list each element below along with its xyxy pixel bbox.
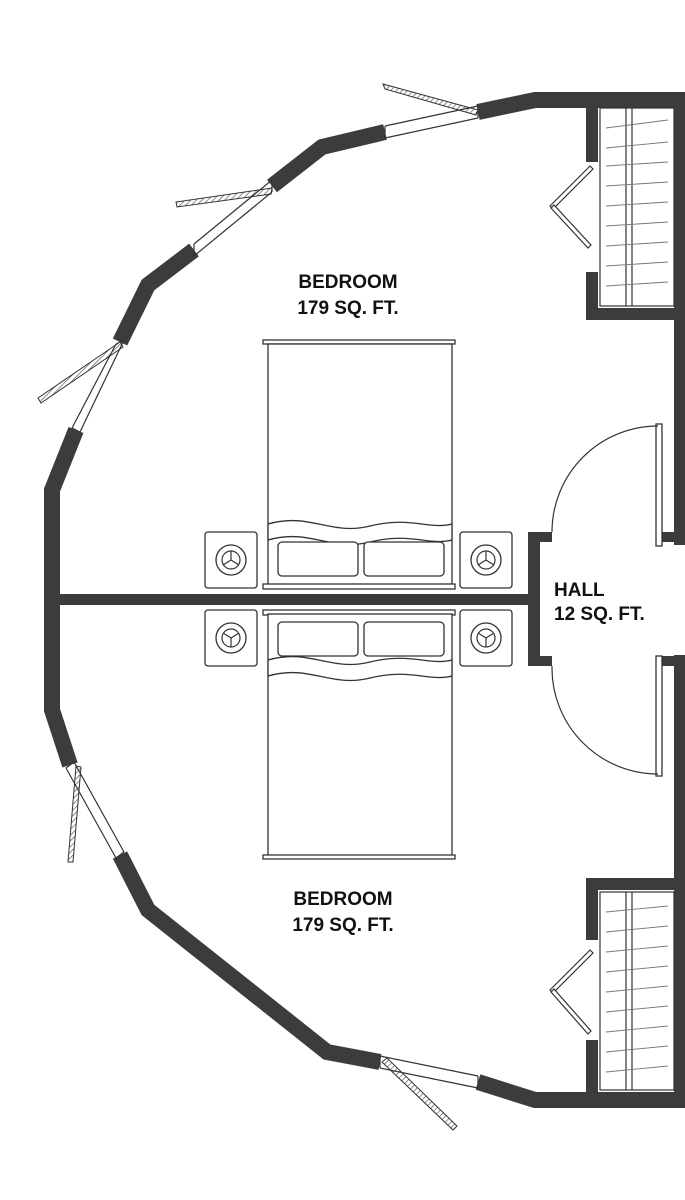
windows <box>65 105 479 1089</box>
room-area: 12 SQ. FT. <box>554 604 645 625</box>
closet-bottom <box>599 891 675 1091</box>
hall-door-top <box>551 423 663 547</box>
nightstand-bottom-left <box>204 609 258 667</box>
room-area: 179 SQ. FT. <box>297 298 398 319</box>
nightstand-top-right <box>459 531 513 589</box>
room-label-hall: HALL 12 SQ. FT. <box>554 580 645 625</box>
interior-walls <box>52 100 685 1100</box>
room-name: BEDROOM <box>293 889 392 910</box>
room-name: BEDROOM <box>298 272 397 293</box>
room-label-bedroom-top: BEDROOM 179 SQ. FT. <box>297 272 398 319</box>
closet-door-bottom <box>549 949 594 1035</box>
nightstand-top-left <box>204 531 258 589</box>
nightstand-bottom-right <box>459 609 513 667</box>
room-name: HALL <box>554 580 605 601</box>
closet-top <box>599 107 675 307</box>
bed-top <box>262 339 456 590</box>
room-label-bedroom-bottom: BEDROOM 179 SQ. FT. <box>292 889 393 936</box>
hall-door-bottom <box>551 655 663 777</box>
window-sashes <box>37 83 479 1131</box>
room-area: 179 SQ. FT. <box>292 915 393 936</box>
bed-bottom <box>262 609 456 860</box>
exterior-walls <box>44 92 685 1108</box>
closet-door-top <box>549 165 594 249</box>
